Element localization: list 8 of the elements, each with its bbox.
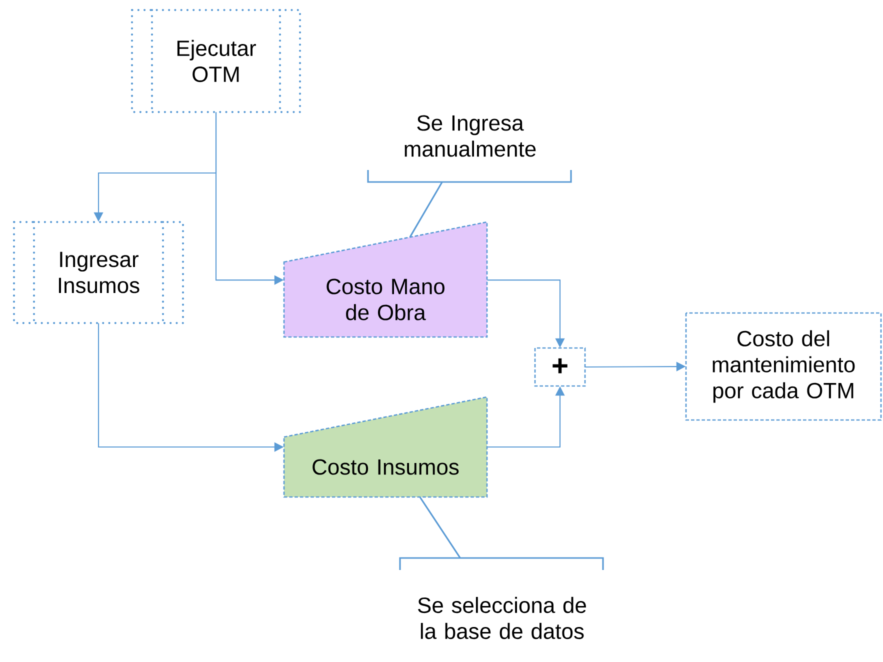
- output-box: Costo del mantenimiento por cada OTM: [685, 312, 882, 421]
- annotation-bracket: Se Ingresa manualmente: [367, 115, 572, 183]
- process-box: Ingresar Insumos: [12, 220, 184, 324]
- process-box: Ejecutar OTM: [130, 8, 302, 114]
- sum-box: +: [534, 347, 586, 387]
- leader-line: [419, 496, 461, 558]
- leader-line: [409, 182, 443, 238]
- annotation-bracket: Se selecciona de la base de datos: [399, 557, 604, 640]
